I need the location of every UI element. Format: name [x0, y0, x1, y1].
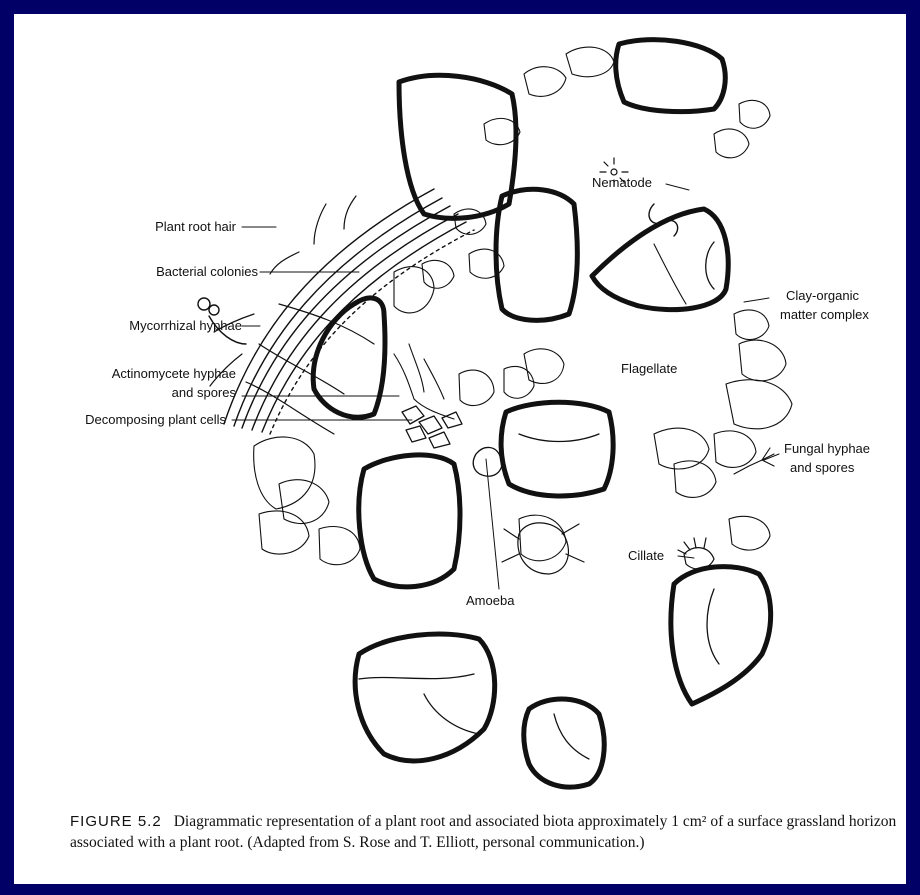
figure-caption: FIGURE 5.2Diagrammatic representation of… [70, 811, 900, 853]
ciliate-organism [678, 538, 714, 569]
soil-aggregates [313, 40, 770, 787]
decomposing-plant-cells [402, 406, 462, 448]
label-bacterial-colonies: Bacterial colonies [156, 264, 258, 279]
actinomycete-hyphae [394, 344, 454, 419]
label-fungal-line1: Fungal hyphae [784, 441, 870, 456]
label-clay-line2: matter complex [780, 307, 869, 322]
label-actinomycete-line2: and spores [172, 385, 237, 400]
label-plant-root-hair: Plant root hair [155, 219, 237, 234]
label-decomposing-plant-cells: Decomposing plant cells [85, 412, 226, 427]
label-nematode: Nematode [592, 175, 652, 190]
label-fungal-line2: and spores [790, 460, 855, 475]
label-ciliate: Cillate [628, 548, 664, 563]
soil-biota-diagram: Plant root hair Bacterial colonies Mycor… [14, 14, 906, 804]
label-amoeba: Amoeba [466, 593, 515, 608]
label-flagellate: Flagellate [621, 361, 677, 376]
caption-text: Diagrammatic representation of a plant r… [70, 813, 896, 851]
label-actinomycete-line1: Actinomycete hyphae [112, 366, 236, 381]
soil-arthropod [502, 523, 584, 574]
figure-number: FIGURE 5.2 [70, 813, 162, 830]
clay-organic-aggregates [254, 47, 792, 565]
plant-root [224, 189, 474, 434]
label-mycorrhizal-hyphae: Mycorrhizal hyphae [129, 318, 242, 333]
label-clay-line1: Clay-organic [786, 288, 859, 303]
figure-panel: Plant root hair Bacterial colonies Mycor… [14, 14, 906, 884]
